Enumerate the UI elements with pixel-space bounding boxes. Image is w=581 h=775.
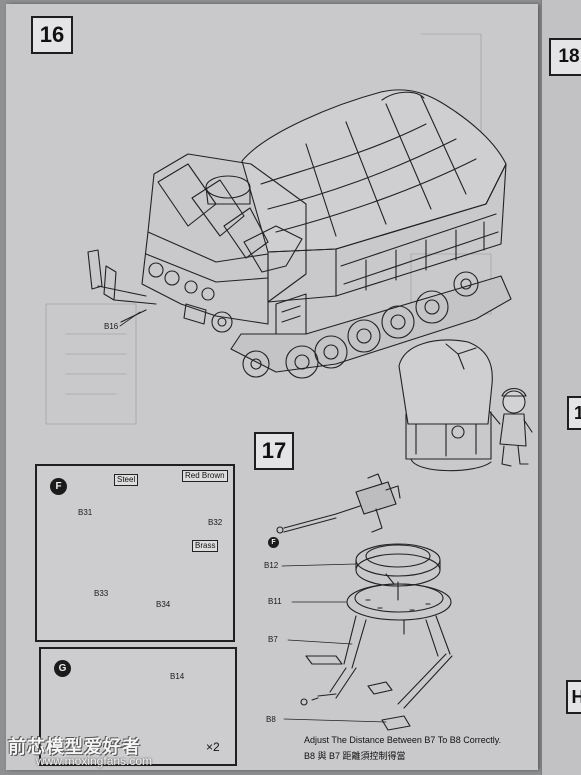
paint-tag-red-brown: Red Brown: [182, 470, 228, 482]
assembled-view-illustration: [398, 339, 533, 472]
part-label-b31: B31: [78, 508, 93, 517]
instruction-sheet-page: 16 17 B16 F Steel Red Brown Brass B31 B3…: [6, 4, 538, 770]
step-number-partial: 1: [567, 396, 581, 430]
panel-marker-f: F: [50, 478, 67, 495]
part-label-b32: B32: [208, 518, 223, 527]
leader-lines: [119, 311, 387, 723]
step-number-16: 16: [31, 16, 73, 54]
quantity-multiplier: ×2: [206, 740, 220, 754]
panel-marker-g: G: [54, 660, 71, 677]
part-label-b33: B33: [94, 589, 109, 598]
adjacent-page-edge: 18 1 H: [541, 0, 581, 775]
part-label-b14: B14: [170, 672, 185, 681]
part-label-b7: B7: [268, 635, 278, 644]
part-label-b34: B34: [156, 600, 171, 609]
step-number-18-partial: 18: [549, 38, 581, 76]
assembly-note-english: Adjust The Distance Between B7 To B8 Cor…: [304, 735, 502, 745]
sub-assembly-panel-g: [39, 647, 237, 766]
watermark-brand: 前芯模型爱好者: [8, 737, 141, 757]
paint-tag-brass: Brass: [192, 540, 219, 552]
gun-mount-illustration: [276, 473, 453, 731]
step-number-17: 17: [254, 432, 294, 470]
panel-marker-h-partial: H: [566, 680, 581, 714]
assembly-note-chinese: B8 與 B7 距離須控制得當: [304, 751, 406, 761]
part-label-b8: B8: [266, 715, 276, 724]
paint-tag-steel: Steel: [114, 474, 139, 486]
part-label-b11: B11: [268, 597, 282, 606]
sub-assembly-panel-f: [35, 464, 235, 642]
part-label-b16: B16: [104, 322, 119, 331]
marker-f-reference: F: [268, 537, 279, 548]
watermark-url: www.moxingfans.com: [36, 754, 153, 768]
part-label-b12: B12: [264, 561, 279, 570]
truck-illustration: [87, 89, 512, 379]
